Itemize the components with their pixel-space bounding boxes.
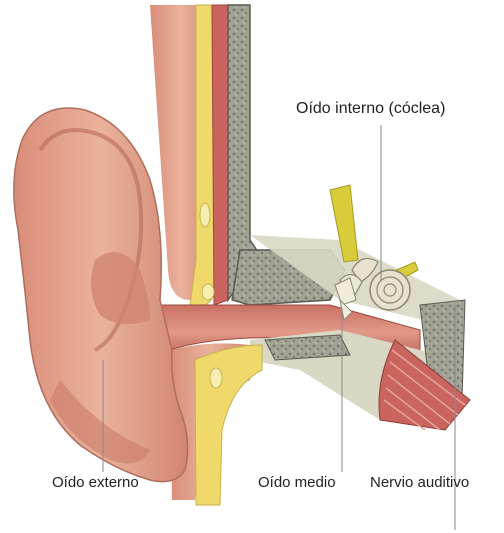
fat-lobule — [200, 203, 210, 227]
muscle-strip-vertical — [212, 5, 228, 305]
fat-lobule — [210, 368, 222, 388]
fat-lobule — [202, 284, 214, 300]
label-middle-ear: Oído medio — [258, 474, 336, 492]
bone-lower-texture — [265, 335, 350, 360]
label-outer-ear: Oído externo — [52, 474, 139, 492]
label-inner-ear: Oído interno (cóclea) — [296, 100, 445, 118]
fat-layer-lower — [195, 345, 262, 505]
label-auditory-nerve: Nervio auditivo — [370, 474, 469, 492]
